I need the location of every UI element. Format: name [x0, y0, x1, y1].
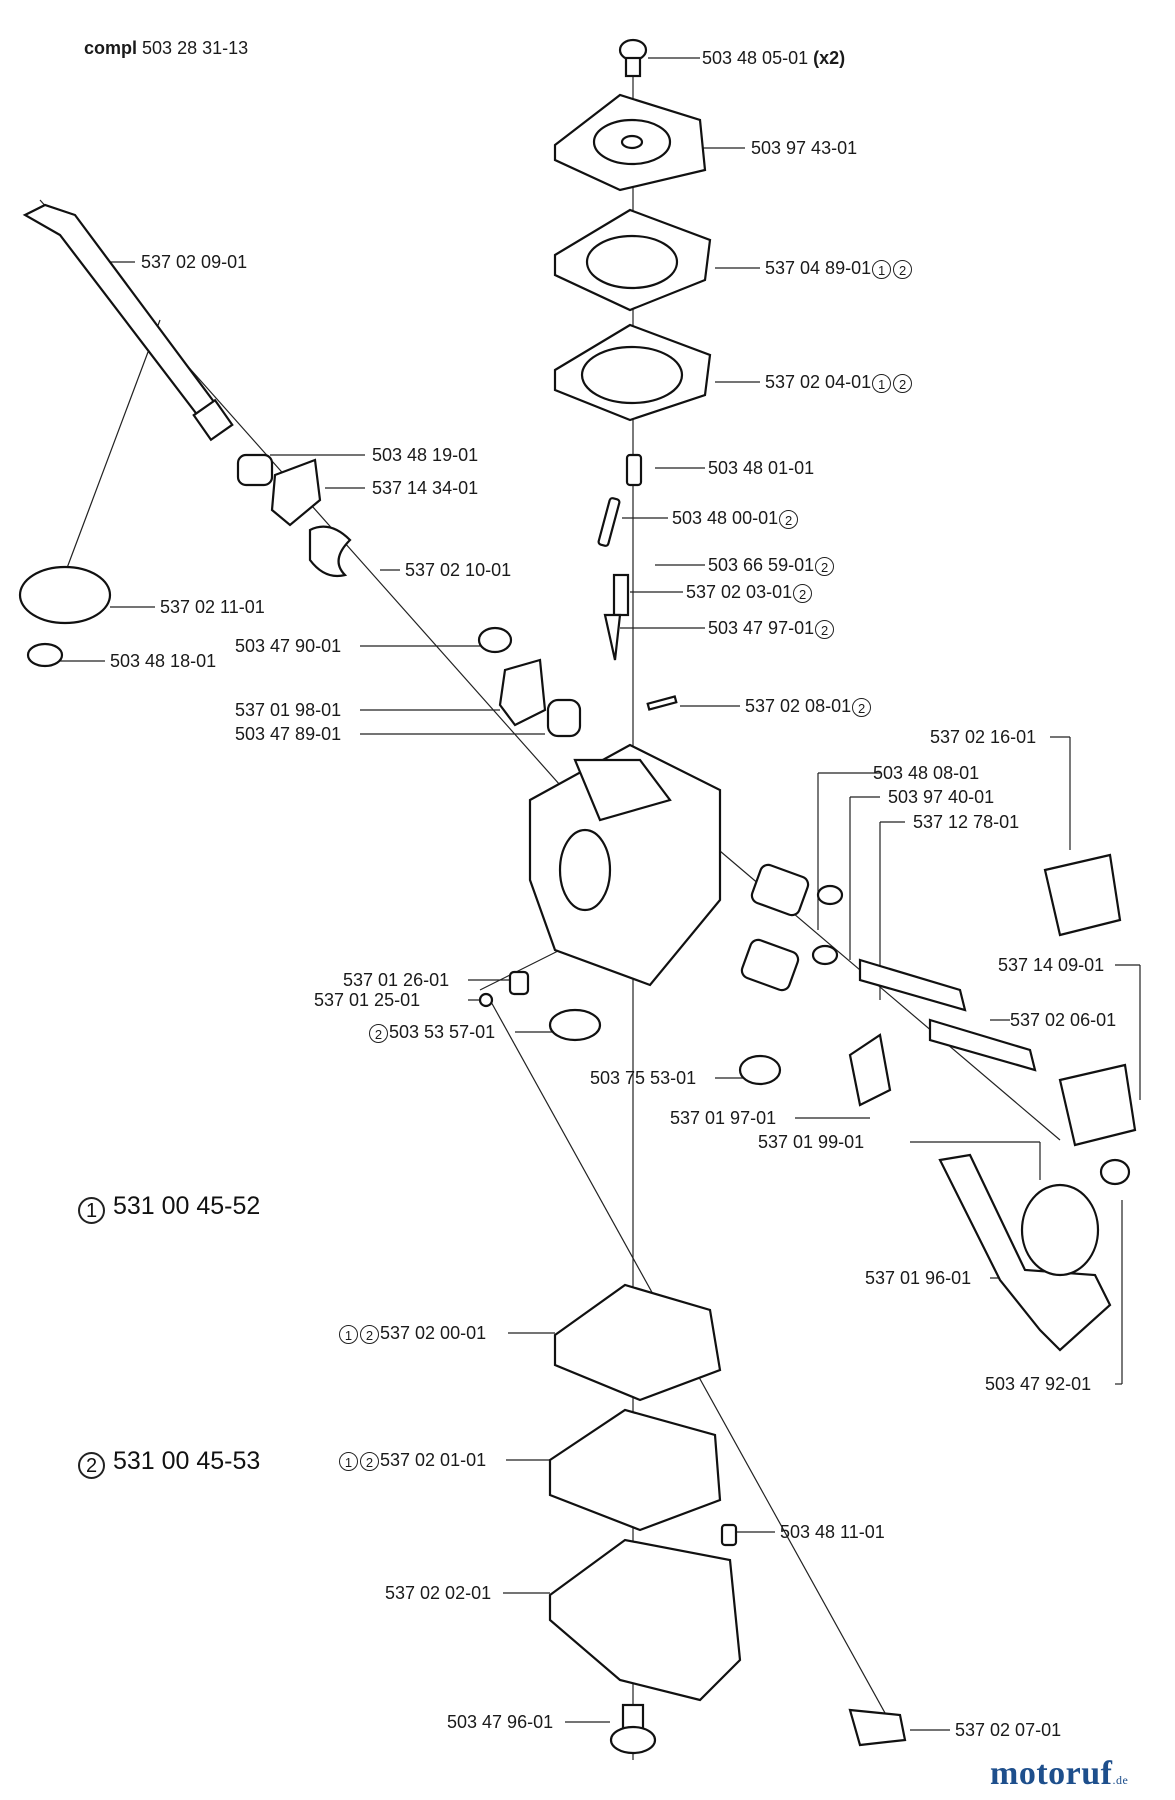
screw-d — [738, 1054, 782, 1086]
callout-35: 503 48 11-01 — [780, 1522, 885, 1542]
callout-38: 537 02 07-01 — [955, 1720, 1062, 1740]
spring-e — [848, 1033, 892, 1107]
callout-30: 537 01 99-01 — [758, 1132, 865, 1152]
callout-23: 537 14 09-01 — [998, 955, 1105, 975]
lever-b — [498, 658, 547, 727]
callout-2: 537 02 09-01 — [141, 252, 248, 272]
throttle-lever — [270, 458, 322, 527]
spring-l — [740, 938, 800, 992]
screw-a — [477, 626, 513, 654]
washer-a — [816, 884, 844, 906]
choke-lever — [938, 1153, 1112, 1352]
carburetor-body — [528, 743, 722, 987]
callout-26: 537 02 06-01 — [1010, 1010, 1117, 1030]
pump-cover — [553, 93, 707, 192]
callout-7: 537 14 34-01 — [372, 478, 479, 498]
callout-37: 503 47 96-01 — [447, 1712, 554, 1732]
kit-2: 2 531 00 45-53 — [77, 1447, 260, 1479]
kit-1: 1 531 00 45-52 — [77, 1192, 260, 1224]
callout-24: 537 01 26-01 — [343, 970, 450, 990]
needle-spring — [612, 573, 630, 617]
side-screw — [848, 1708, 907, 1747]
bottom-screw-head — [609, 1725, 657, 1755]
callout-15: 503 48 18-01 — [110, 651, 217, 671]
callout-33: 503 47 92-01 — [985, 1374, 1092, 1394]
choke-screw — [1099, 1158, 1131, 1186]
pump-diaphragm — [553, 208, 712, 312]
needle-h — [858, 958, 967, 1012]
check-ball — [478, 992, 494, 1008]
callout-21: 503 97 40-01 — [888, 787, 995, 807]
callout-20: 503 48 08-01 — [873, 763, 980, 783]
kit-2-marker: 2 — [78, 1452, 105, 1479]
metering-gasket — [548, 1408, 722, 1532]
callout-12: 537 02 11-01 — [160, 597, 265, 617]
callout-6: 503 48 01-01 — [708, 458, 815, 478]
spring-h — [750, 863, 810, 917]
metering-cover — [548, 1538, 742, 1702]
bushing — [236, 453, 274, 487]
callout-0: 503 48 05-01 (x2) — [702, 48, 846, 68]
check-spring — [508, 970, 530, 996]
motoruf-logo: motoruf.de — [990, 1755, 1129, 1792]
kit-1-marker: 1 — [78, 1197, 105, 1224]
callout-16: 537 01 98-01 — [235, 700, 342, 720]
pump-gasket — [553, 323, 712, 422]
pin — [597, 497, 621, 547]
callout-18: 503 47 89-01 — [235, 724, 342, 744]
filter-screen — [548, 1008, 602, 1042]
callout-5: 503 48 19-01 — [372, 445, 479, 465]
callout-29: 537 01 97-01 — [670, 1108, 777, 1128]
washer-b — [811, 944, 839, 966]
screw-small — [26, 642, 64, 668]
bushing-b — [546, 698, 582, 738]
callout-36: 537 02 02-01 — [385, 1583, 492, 1603]
gasket-small — [646, 695, 678, 711]
metering-diaphragm — [553, 1283, 722, 1402]
screw-c — [625, 453, 643, 487]
throttle-valve — [18, 565, 112, 625]
callout-22: 537 12 78-01 — [913, 812, 1020, 832]
inlet-needle — [603, 613, 622, 661]
callout-1: 503 97 43-01 — [751, 138, 858, 158]
plug — [720, 1523, 738, 1547]
needle-l — [928, 1018, 1037, 1072]
callout-9: 537 02 10-01 — [405, 560, 512, 580]
callout-14: 503 47 90-01 — [235, 636, 342, 656]
callout-19: 537 02 16-01 — [930, 727, 1037, 747]
throttle-shaft — [22, 203, 234, 442]
callout-25: 537 01 25-01 — [314, 990, 421, 1010]
compl-label: compl 503 28 31-13 — [84, 38, 249, 58]
callout-31: 537 01 96-01 — [865, 1268, 972, 1288]
limiter-cap-a — [1043, 853, 1122, 937]
choke-valve — [1020, 1183, 1100, 1277]
top-screw — [618, 38, 648, 78]
limiter-cap-b — [1058, 1063, 1137, 1147]
leader-lines — [60, 57, 1141, 1731]
spring-coil — [308, 525, 352, 578]
callout-28: 503 75 53-01 — [590, 1068, 697, 1088]
